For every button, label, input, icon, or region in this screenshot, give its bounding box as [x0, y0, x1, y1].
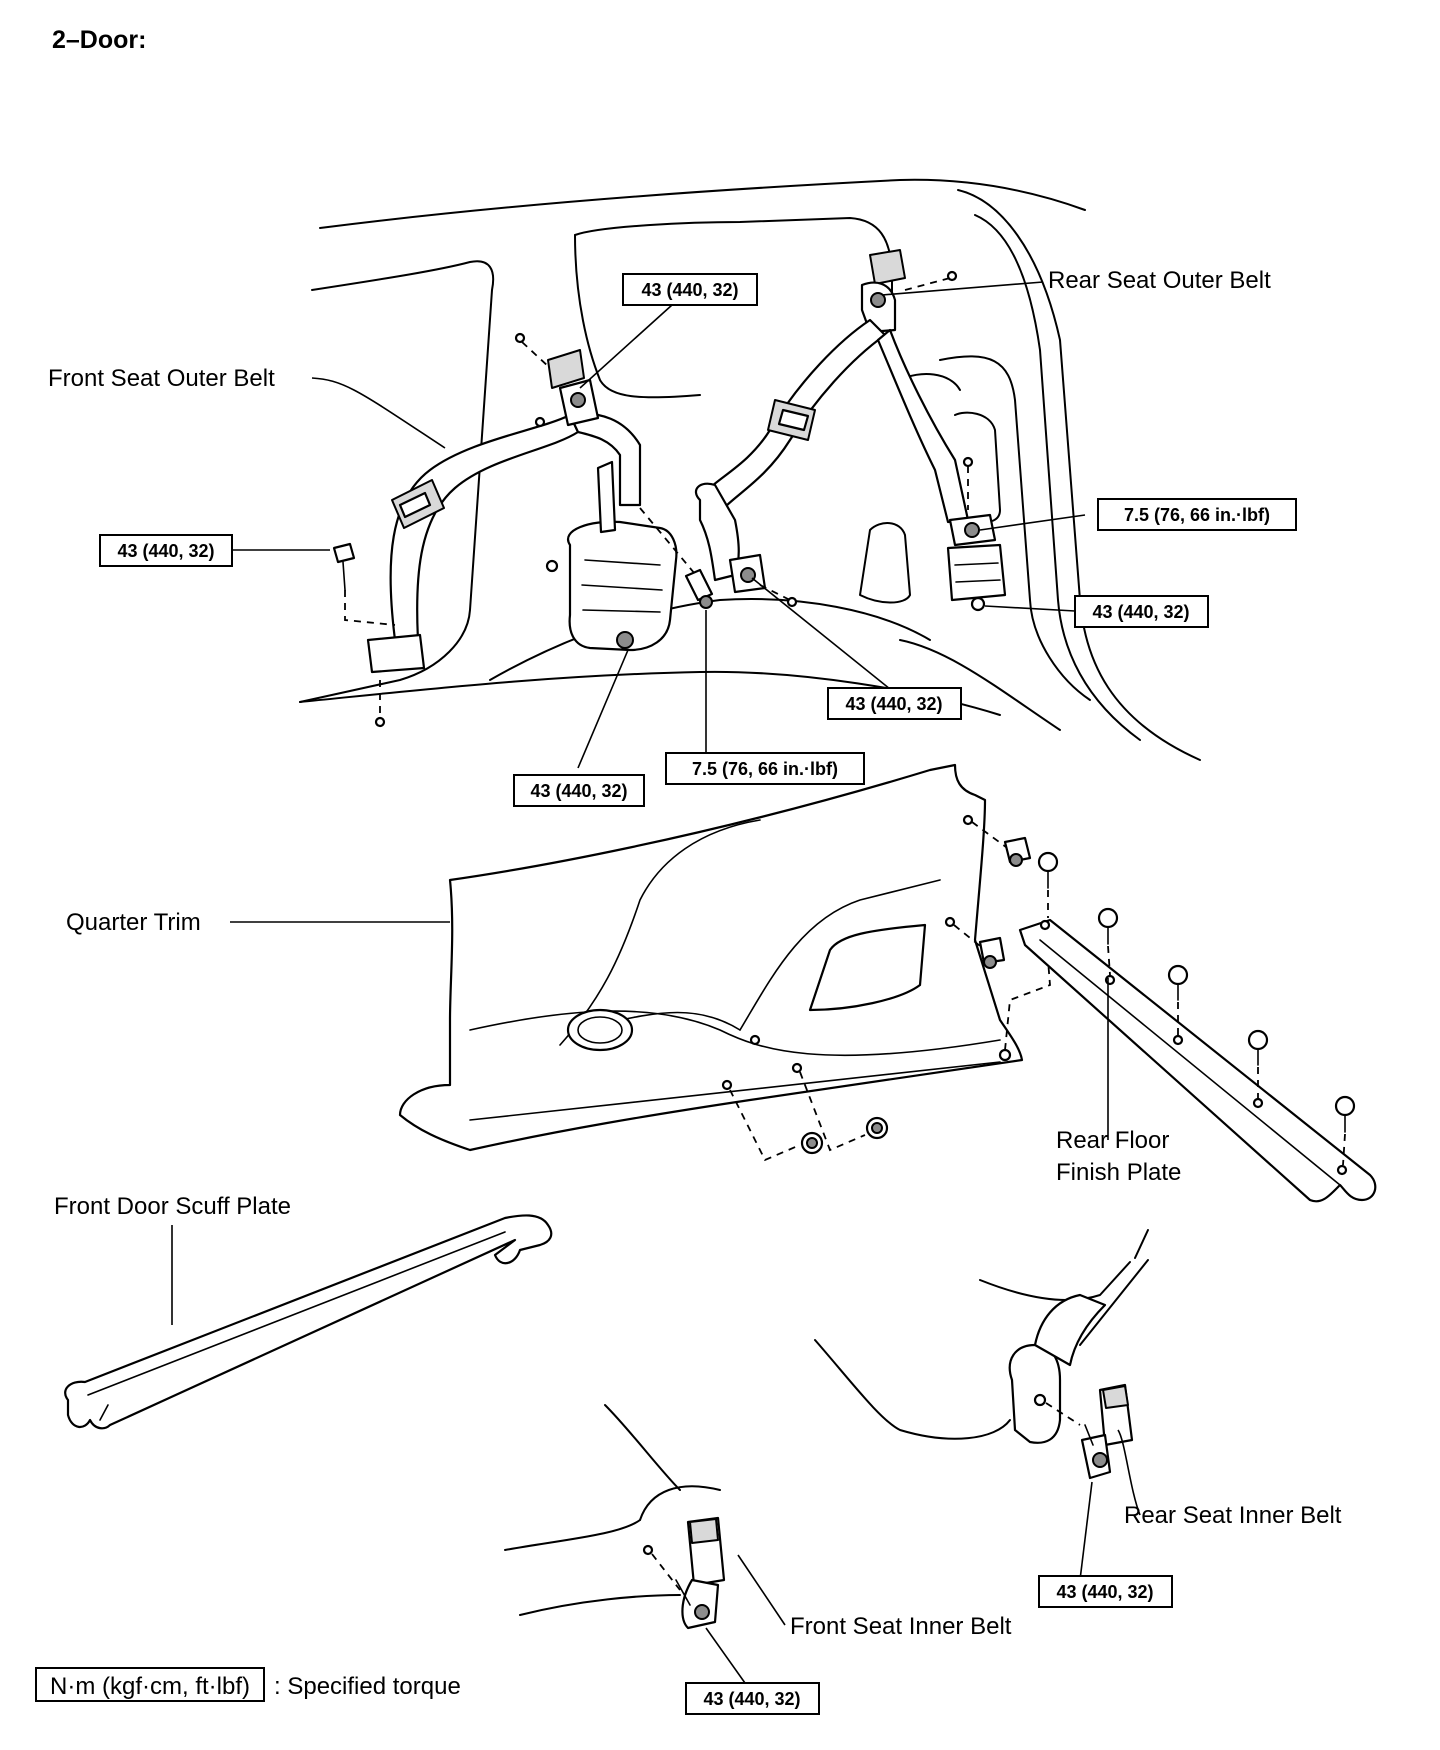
- rear-seat-inner-belt: [814, 1229, 1149, 1480]
- front-seat-inner-belt: [504, 1404, 726, 1630]
- torque-box-front-outer-upper: 43 (440, 32): [622, 273, 758, 306]
- label-front-seat-inner-belt: Front Seat Inner Belt: [790, 1613, 1012, 1640]
- torque-box-rear-outer-retractor: 43 (440, 32): [1074, 595, 1209, 628]
- torque-value: 43 (440, 32): [1056, 1582, 1153, 1602]
- torque-value: 43 (440, 32): [641, 280, 738, 300]
- label-front-door-scuff-plate: Front Door Scuff Plate: [54, 1193, 291, 1220]
- label-rear-seat-inner-belt: Rear Seat Inner Belt: [1124, 1502, 1342, 1529]
- leader-lines: [171, 281, 1141, 1684]
- torque-value: 43 (440, 32): [1092, 602, 1189, 622]
- torque-box-rear-outer-retractor-bolt: 7.5 (76, 66 in.·lbf): [1097, 498, 1297, 531]
- torque-box-front-outer-lower: 43 (440, 32): [99, 534, 233, 567]
- torque-value: 7.5 (76, 66 in.·lbf): [1124, 505, 1270, 525]
- torque-specs: 43 (440, 32) 43 (440, 32) 7.5 (76, 66 in…: [99, 273, 1297, 1715]
- torque-box-front-inner-belt: 43 (440, 32): [685, 1682, 820, 1715]
- torque-value: 43 (440, 32): [530, 781, 627, 801]
- legend-unit-box: [35, 1667, 265, 1702]
- torque-value: 43 (440, 32): [845, 694, 942, 714]
- front-outer-belt-bolts: [332, 332, 714, 728]
- torque-value: 7.5 (76, 66 in.·lbf): [692, 759, 838, 779]
- torque-box-front-outer-retractor: 43 (440, 32): [513, 774, 645, 807]
- label-rear-seat-outer-belt: Rear Seat Outer Belt: [1048, 267, 1271, 294]
- label-rear-floor-finish-plate-line1: Rear Floor: [1056, 1127, 1169, 1154]
- torque-box-rear-outer-lower-anchor: 43 (440, 32): [827, 687, 962, 720]
- legend-description: : Specified torque: [274, 1673, 461, 1700]
- vehicle-body-outline: [299, 178, 1201, 761]
- legend: N·m (kgf·cm, ft·lbf) : Specified torque: [35, 1667, 461, 1702]
- torque-value: 43 (440, 32): [117, 541, 214, 561]
- label-quarter-trim: Quarter Trim: [66, 909, 201, 936]
- label-front-seat-outer-belt: Front Seat Outer Belt: [48, 365, 275, 392]
- front-seat-outer-belt: [366, 349, 678, 674]
- diagram-heading: 2–Door:: [52, 26, 146, 54]
- legend-unit-text: N·m (kgf·cm, ft·lbf): [50, 1673, 250, 1700]
- rear-floor-finish-plate: [1018, 918, 1377, 1203]
- torque-box-rear-inner-belt: 43 (440, 32): [1038, 1575, 1173, 1608]
- torque-value: 43 (440, 32): [703, 1689, 800, 1709]
- torque-box-center-bolt: 7.5 (76, 66 in.·lbf): [665, 752, 865, 785]
- quarter-trim-clips: [729, 821, 1051, 1162]
- front-door-scuff-plate: [64, 1214, 553, 1430]
- quarter-trim: [398, 763, 1024, 1152]
- rear-floor-finish-plate-screws: [1037, 851, 1356, 1166]
- part-labels: Front Seat Outer Belt Rear Seat Outer Be…: [48, 267, 1342, 1640]
- label-rear-floor-finish-plate-line2: Finish Plate: [1056, 1159, 1181, 1186]
